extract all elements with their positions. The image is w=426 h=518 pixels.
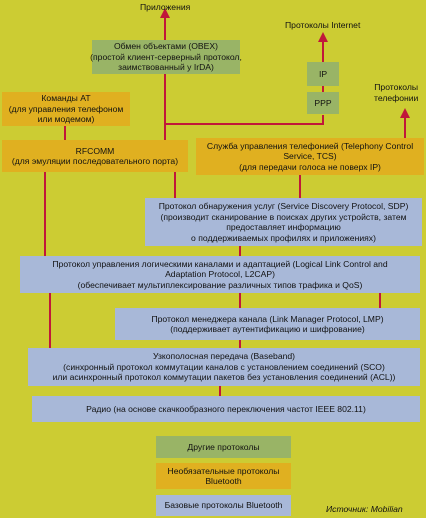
ppp-box: PPP	[307, 92, 339, 114]
label-telephony-protocols: Протоколы телефонии	[374, 82, 419, 103]
obex-ppp-link	[164, 72, 324, 125]
l2cap-box: Протокол управления логическими каналами…	[20, 256, 420, 293]
sdp-box: Протокол обнаружения услуг (Service Disc…	[145, 198, 422, 246]
lmp-box: Протокол менеджера канала (Link Manager …	[115, 308, 420, 340]
at-commands-box: Команды AT (для управления телефоном или…	[2, 92, 130, 126]
tcs-box: Служба управления телефонией (Telephony …	[196, 138, 424, 175]
radio-box: Радио (на основе скачкообразного переклю…	[32, 396, 420, 422]
legend-base-protocols: Базовые протоколы Bluetooth	[156, 495, 291, 516]
ip-box: IP	[307, 62, 339, 86]
label-applications: Приложения	[140, 2, 191, 12]
obex-box: Обмен объектами (OBEX) (простой клиент-с…	[90, 40, 242, 74]
arrowhead-applications	[160, 8, 170, 18]
baseband-box: Узкополосная передача (Baseband) (синхро…	[28, 348, 420, 386]
arrowhead-telephony	[400, 108, 410, 118]
rfcomm-box: RFCOMM (для эмуляции последовательного п…	[2, 140, 188, 172]
label-internet-protocols: Протоколы Internet	[285, 20, 361, 30]
legend-optional-protocols: Необязательные протоколы Bluetooth	[156, 463, 291, 489]
arrowhead-internet	[318, 32, 328, 42]
source-label: Источник: Mobilian	[326, 504, 403, 514]
legend-other-protocols: Другие протоколы	[156, 436, 291, 458]
